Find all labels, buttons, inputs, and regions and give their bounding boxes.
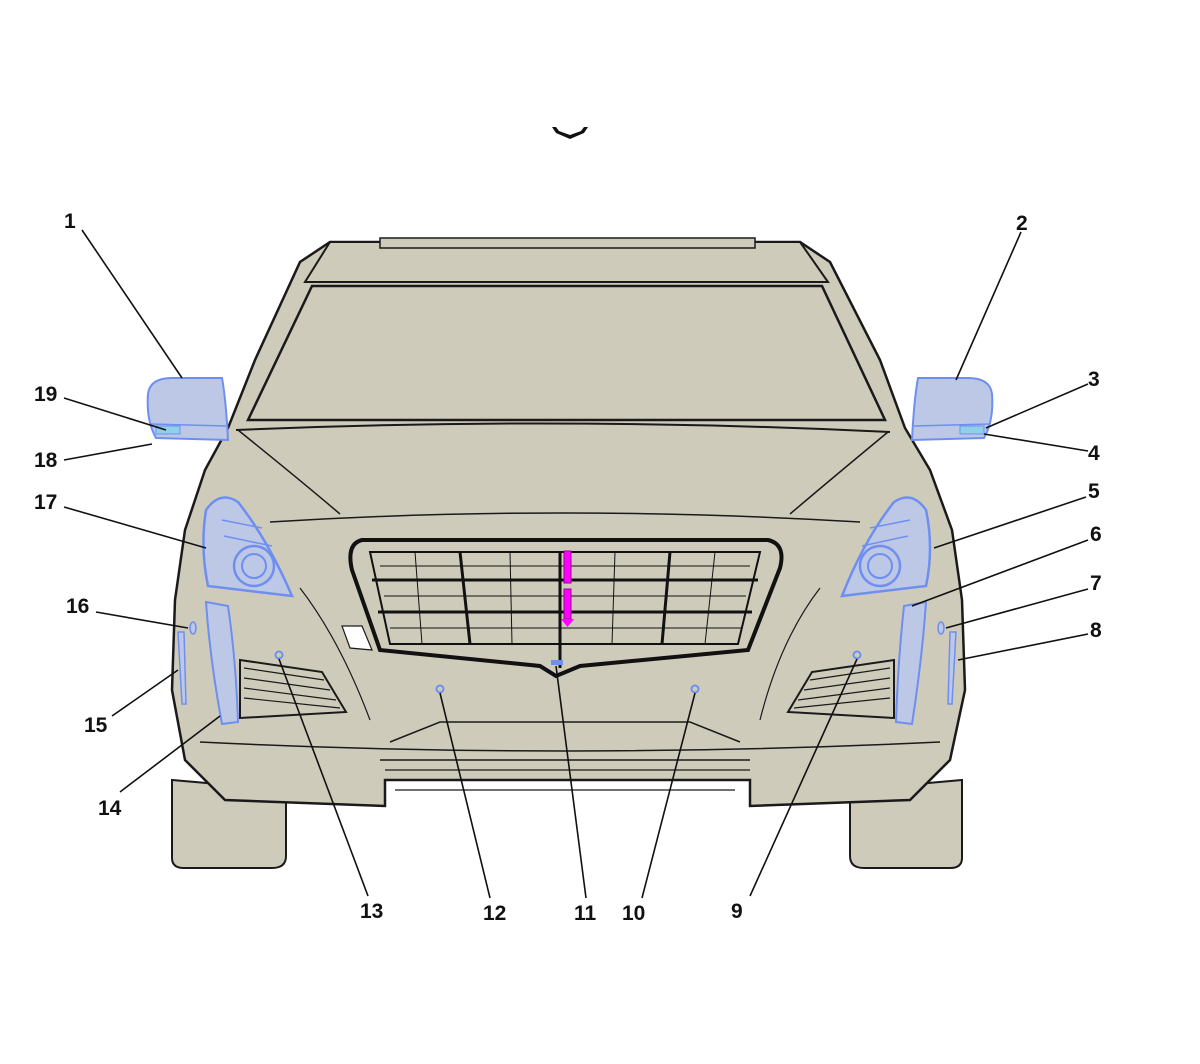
- callout-6: 6: [1090, 523, 1102, 546]
- headlamp-left: [202, 496, 295, 598]
- view-direction-arrow-icon: [552, 127, 588, 139]
- daytime-running-lamp-left: [204, 600, 240, 726]
- callout-1: 1: [64, 210, 76, 233]
- callout-16: 16: [66, 595, 89, 618]
- fog-vent-left: [239, 658, 348, 720]
- parking-sensors: [274, 650, 862, 694]
- callout-4: 4: [1088, 442, 1100, 465]
- daytime-running-lamp-right: [894, 600, 928, 726]
- leader-lines: [63, 229, 1089, 899]
- vehicle-body: [170, 237, 967, 808]
- callout-18: 18: [34, 449, 58, 472]
- callout-5: 5: [1088, 480, 1100, 503]
- callout-7: 7: [1090, 572, 1102, 595]
- callout-3: 3: [1088, 368, 1100, 391]
- callout-17: 17: [34, 491, 57, 514]
- mirror-right: [910, 377, 994, 442]
- callout-labels: 1 2 3 4 5 6 7 8 9 10 11 12 13 14 15 16 1…: [34, 210, 1102, 925]
- callout-19: 19: [34, 383, 57, 406]
- front-camera-marker: [551, 550, 574, 665]
- callout-10: 10: [622, 902, 645, 925]
- callout-2: 2: [1016, 212, 1028, 235]
- mirror-left: [146, 377, 230, 442]
- callout-14: 14: [98, 797, 122, 820]
- headlamp-right: [840, 496, 932, 598]
- callout-9: 9: [731, 900, 743, 923]
- side-marker-right: [937, 621, 957, 705]
- callout-15: 15: [84, 714, 108, 737]
- callout-12: 12: [483, 902, 506, 925]
- side-marker-left: [177, 621, 197, 705]
- callout-13: 13: [360, 900, 383, 923]
- callout-8: 8: [1090, 619, 1102, 642]
- callout-11: 11: [574, 902, 597, 925]
